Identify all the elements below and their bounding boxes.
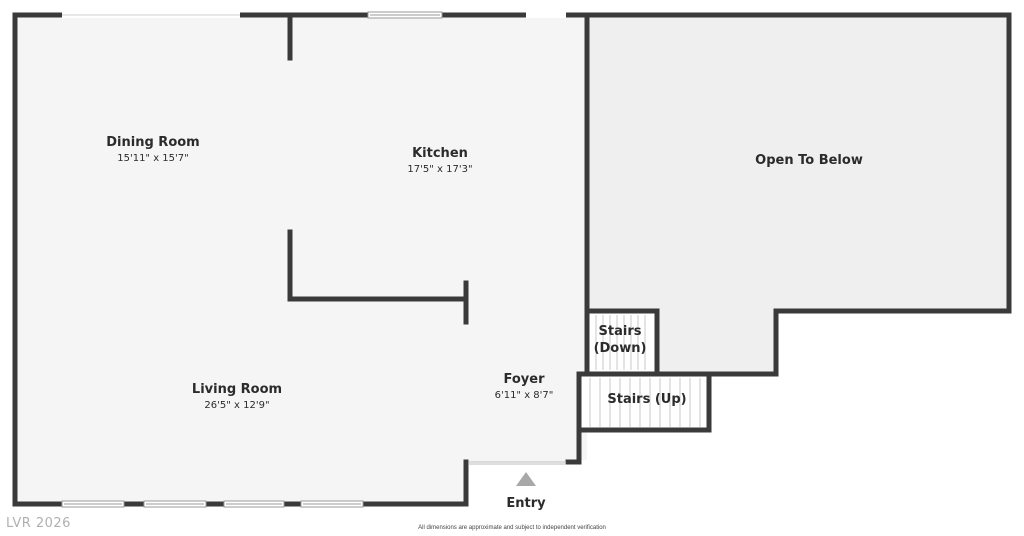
stairs-down-label-line1: Stairs	[599, 324, 642, 339]
living-room-dims: 26'5" x 12'9"	[204, 400, 269, 411]
stairs-down-area	[589, 313, 655, 371]
dining-room-dims: 15'11" x 15'7"	[117, 153, 189, 164]
foyer-dims: 6'11" x 8'7"	[495, 390, 554, 401]
main-floor-area	[17, 17, 587, 502]
open-to-below-name: Open To Below	[755, 153, 863, 168]
kitchen-name: Kitchen	[412, 146, 468, 161]
living-room-name: Living Room	[192, 382, 282, 397]
open-to-below-area	[589, 17, 1007, 372]
entry-arrow-icon	[516, 472, 536, 486]
bottom-windows	[61, 500, 364, 508]
entry-door	[469, 461, 566, 465]
foyer-name: Foyer	[504, 372, 546, 387]
stairs-down-label-line2: (Down)	[594, 341, 647, 356]
stairs-up-area	[581, 376, 707, 428]
entry-label: Entry	[506, 496, 546, 511]
kitchen-dims: 17'5" x 17'3"	[407, 164, 472, 175]
disclaimer-text: All dimensions are approximate and subje…	[418, 525, 606, 531]
top-windows	[62, 11, 566, 19]
stairs-up-treads	[589, 378, 701, 427]
stairs-up-label: Stairs (Up)	[607, 392, 686, 407]
stairs-down-treads	[595, 315, 646, 370]
watermark: LVR 2026	[6, 516, 71, 531]
dining-room-name: Dining Room	[106, 135, 199, 150]
